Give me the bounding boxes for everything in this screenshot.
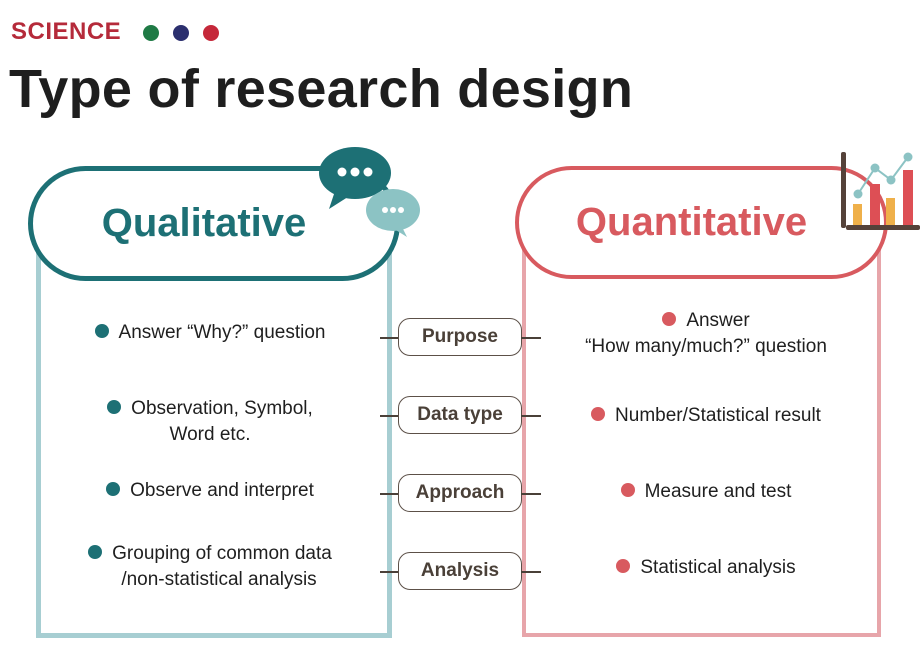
connector-line [380,571,400,573]
connector-line [521,415,541,417]
bullet-icon [107,400,122,414]
page-title: Type of research design [9,59,634,119]
connector-line [380,415,400,417]
connector-line [521,493,541,495]
quantitative-purpose: Answer “How many/much?” question [585,310,827,357]
speech-bubbles-icon [319,147,420,237]
criterion-purpose: Purpose [398,318,522,356]
connector-line [380,337,400,339]
qualitative-purpose: Answer “Why?” question [40,320,380,346]
quantitative-panel [522,218,881,637]
connector-line [521,571,541,573]
qualitative-data-type: Observation, Symbol, Word etc. [40,396,380,448]
red-dot-icon [203,25,219,41]
navy-dot-icon [173,25,189,41]
bar-chart-icon [841,152,920,230]
quantitative-heading: Quantitative [575,200,808,244]
green-dot-icon [143,25,159,41]
bullet-icon [94,324,109,338]
category-label: SCIENCE [11,18,122,45]
bullet-icon [662,312,677,326]
criterion-data-type: Data type [398,396,522,434]
quantitative-analysis: Statistical analysis [536,555,876,581]
quantitative-header: Quantitative [515,166,888,279]
connector-line [380,493,400,495]
bullet-icon [616,559,631,573]
qualitative-panel [36,218,392,638]
qualitative-approach: Observe and interpret [40,478,380,504]
qualitative-analysis: Grouping of common data /non-statistical… [40,541,380,593]
criterion-approach: Approach [398,474,522,512]
bullet-icon [88,545,103,559]
qualitative-heading: Qualitative [101,201,307,245]
bullet-icon [620,483,635,497]
connector-line [521,337,541,339]
quantitative-approach: Measure and test [536,479,876,505]
criterion-analysis: Analysis [398,552,522,590]
quantitative-data-type: Number/Statistical result [536,403,876,429]
bullet-icon [591,407,606,421]
bullet-icon [106,482,121,496]
